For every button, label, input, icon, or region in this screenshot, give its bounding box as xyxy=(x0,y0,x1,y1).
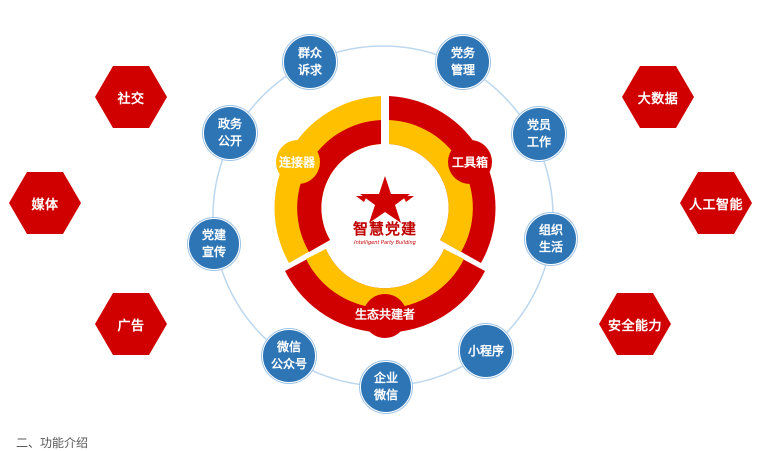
node-label: 党务 管理 xyxy=(450,46,475,77)
hex-label: 大数据 xyxy=(637,91,679,107)
brand-title: 智慧党建 xyxy=(352,220,418,238)
node-member-work: 党员 工作 xyxy=(512,107,566,161)
node-wechat-official-account: 微信 公众号 xyxy=(262,329,316,383)
node-label: 企业 微信 xyxy=(373,371,398,402)
node-label: 政务 公开 xyxy=(217,117,242,148)
star-icon xyxy=(356,176,414,223)
hexagon-shape xyxy=(599,293,671,355)
hex-label: 广告 xyxy=(117,318,145,334)
node-party-affairs: 党务 管理 xyxy=(436,35,490,89)
center-brand: 智慧党建 Intelligent Party Building xyxy=(353,218,417,246)
ring-segment-toolbox xyxy=(389,96,496,263)
node-government-disclosure: 政务 公开 xyxy=(203,106,257,160)
hex-label: 社交 xyxy=(117,91,145,107)
hex-big-data: 大数据 xyxy=(622,66,694,128)
node-public-appeals: 群众 诉求 xyxy=(283,35,337,89)
node-label: 微信 公众号 xyxy=(270,340,307,371)
hexagon-shape xyxy=(95,293,167,355)
node-label: 党员 工作 xyxy=(526,118,551,149)
ring-segment-ecosystem xyxy=(285,249,485,338)
hexagon-shape xyxy=(680,172,752,234)
section-heading: 二、功能介绍 xyxy=(16,436,89,450)
ring-label-connector: 连接器 xyxy=(278,155,316,170)
ring-label-toolbox: 工具箱 xyxy=(451,155,489,170)
hex-artificial-intelligence: 人工智能 xyxy=(680,172,752,234)
node-enterprise-wechat: 企业 微信 xyxy=(360,361,412,413)
node-organization-life: 组织 生活 xyxy=(525,213,577,265)
hex-advertising: 广告 xyxy=(95,293,167,355)
node-label: 党建 宣传 xyxy=(201,228,226,259)
node-mini-program: 小程序 xyxy=(459,324,513,378)
ring-segment-connector xyxy=(274,96,381,263)
hex-media: 媒体 xyxy=(9,172,81,234)
hexagon-shape xyxy=(95,66,167,128)
hex-security: 安全能力 xyxy=(599,293,671,355)
hex-label: 人工智能 xyxy=(688,197,743,213)
hex-social: 社交 xyxy=(95,66,167,128)
ring-label-ecosystem: 生态共建者 xyxy=(354,307,416,322)
hexagon-shape xyxy=(9,172,81,234)
brand-subtitle: Intelligent Party Building xyxy=(354,240,416,246)
hex-label: 媒体 xyxy=(31,197,59,213)
node-label: 小程序 xyxy=(467,343,504,358)
node-label: 群众 诉求 xyxy=(297,46,322,77)
node-label: 组织 生活 xyxy=(538,223,563,254)
hexagon-shape xyxy=(622,66,694,128)
node-party-publicity: 党建 宣传 xyxy=(188,218,240,270)
hex-label: 安全能力 xyxy=(607,318,662,334)
